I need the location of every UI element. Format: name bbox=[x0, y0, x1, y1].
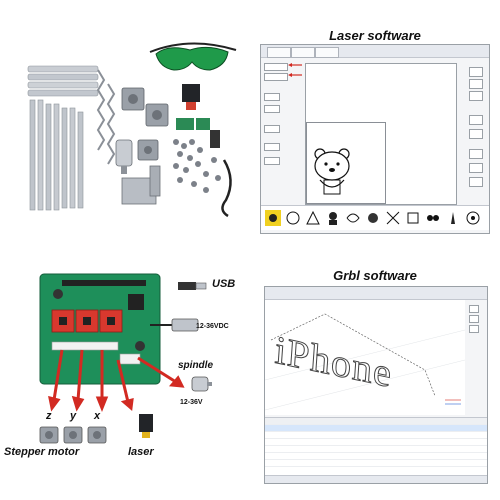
laser-side-btn-6[interactable] bbox=[469, 149, 483, 159]
laser-tab-1[interactable] bbox=[267, 47, 291, 58]
thumbnail-11[interactable] bbox=[465, 210, 481, 226]
laser-tab-2[interactable] bbox=[291, 47, 315, 58]
toolpath-grid bbox=[265, 313, 465, 411]
laser-app-window bbox=[260, 44, 490, 234]
bear-drawing bbox=[314, 148, 350, 195]
grbl-status-bar bbox=[265, 475, 487, 483]
thumbnail-8[interactable] bbox=[405, 210, 421, 226]
controller-board-illustration bbox=[39, 273, 161, 385]
axis-z-label: z bbox=[46, 410, 52, 422]
laser-side-btn-1[interactable] bbox=[469, 67, 483, 77]
laser-side-btn-7[interactable] bbox=[469, 163, 483, 173]
voltage-label: 12-36VDC bbox=[196, 323, 229, 330]
work-area-box bbox=[306, 122, 386, 204]
grbl-side-btn-1[interactable] bbox=[469, 305, 479, 313]
laser-field-1[interactable] bbox=[264, 63, 288, 71]
thumbnail-3[interactable] bbox=[305, 210, 321, 226]
controller-board-panel: USB 12-36VDC spindle 12-36V z y x bbox=[0, 250, 250, 500]
thumbnail-7[interactable] bbox=[385, 210, 401, 226]
laser-label: laser bbox=[128, 446, 154, 458]
spindle-label: spindle bbox=[178, 360, 214, 371]
thumbnail-2[interactable] bbox=[285, 210, 301, 226]
laser-field-2[interactable] bbox=[264, 73, 288, 81]
spindle-motor-icon bbox=[191, 376, 212, 392]
grbl-toolpath-canvas[interactable]: iPhone bbox=[265, 300, 465, 415]
hardware-screws bbox=[173, 139, 221, 193]
grbl-software-title: Grbl software bbox=[333, 268, 417, 283]
grbl-toolbar bbox=[265, 287, 487, 300]
grbl-software-panel: Grbl software iPhone bbox=[250, 250, 500, 500]
table-row[interactable] bbox=[265, 446, 487, 453]
stepper-motor-label: Stepper motor bbox=[4, 446, 80, 458]
laser-toolbar bbox=[261, 45, 489, 58]
table-row[interactable] bbox=[265, 460, 487, 467]
table-row[interactable] bbox=[265, 439, 487, 446]
laser-module-icon bbox=[182, 84, 200, 110]
laser-side-btn-2[interactable] bbox=[469, 79, 483, 89]
laser-field-6[interactable] bbox=[264, 143, 280, 151]
kit-parts-illustration bbox=[0, 0, 250, 250]
table-row[interactable] bbox=[265, 425, 487, 432]
grbl-command-table bbox=[265, 417, 487, 476]
usb-label: USB bbox=[212, 278, 236, 290]
laser-tab-3[interactable] bbox=[315, 47, 339, 58]
goggles-icon bbox=[149, 42, 237, 71]
axis-y-label: y bbox=[70, 410, 77, 422]
zigzag-brackets bbox=[96, 69, 116, 165]
aluminum-rails bbox=[27, 65, 99, 211]
kit-components-photo bbox=[0, 0, 250, 250]
stepper-motor-icon bbox=[39, 426, 107, 444]
laser-field-5[interactable] bbox=[264, 125, 280, 133]
image-thumbnail-strip bbox=[261, 205, 489, 230]
arrow-icon bbox=[48, 349, 185, 413]
laser-side-btn-8[interactable] bbox=[469, 177, 483, 187]
stepper-motor-icon bbox=[121, 87, 169, 161]
thumbnail-1[interactable] bbox=[265, 210, 281, 226]
grbl-side-btn-2[interactable] bbox=[469, 315, 479, 323]
thumbnail-10[interactable] bbox=[445, 210, 461, 226]
thumbnail-6[interactable] bbox=[365, 210, 381, 226]
laser-side-btn-4[interactable] bbox=[469, 115, 483, 125]
table-row[interactable] bbox=[265, 432, 487, 439]
axis-x-label: x bbox=[94, 410, 101, 422]
laser-drawing-canvas[interactable] bbox=[305, 63, 457, 205]
laser-field-3[interactable] bbox=[264, 93, 280, 101]
z-carriage bbox=[121, 165, 161, 205]
thumbnail-9[interactable] bbox=[425, 210, 441, 226]
table-row[interactable] bbox=[265, 453, 487, 460]
laser-field-4[interactable] bbox=[264, 105, 280, 113]
usb-icon bbox=[178, 282, 207, 290]
power-cable bbox=[221, 159, 232, 218]
laser-module-icon bbox=[139, 414, 153, 438]
laser-side-btn-3[interactable] bbox=[469, 91, 483, 101]
laser-field-7[interactable] bbox=[264, 157, 280, 165]
grbl-side-btn-3[interactable] bbox=[469, 325, 479, 333]
thumbnail-5[interactable] bbox=[345, 210, 361, 226]
laser-software-panel: Laser software bbox=[250, 0, 500, 250]
grbl-app-window: iPhone bbox=[264, 286, 488, 484]
table-header bbox=[265, 418, 487, 425]
laser-side-btn-5[interactable] bbox=[469, 129, 483, 139]
thumbnail-4[interactable] bbox=[325, 210, 341, 226]
electronics-parts bbox=[176, 118, 220, 148]
spindle-motor-icon bbox=[115, 139, 133, 174]
laser-software-title: Laser software bbox=[329, 28, 421, 43]
spindle-voltage-label: 12-36V bbox=[180, 399, 203, 406]
arrow-icon bbox=[288, 63, 302, 77]
dc-jack-icon bbox=[150, 318, 199, 332]
